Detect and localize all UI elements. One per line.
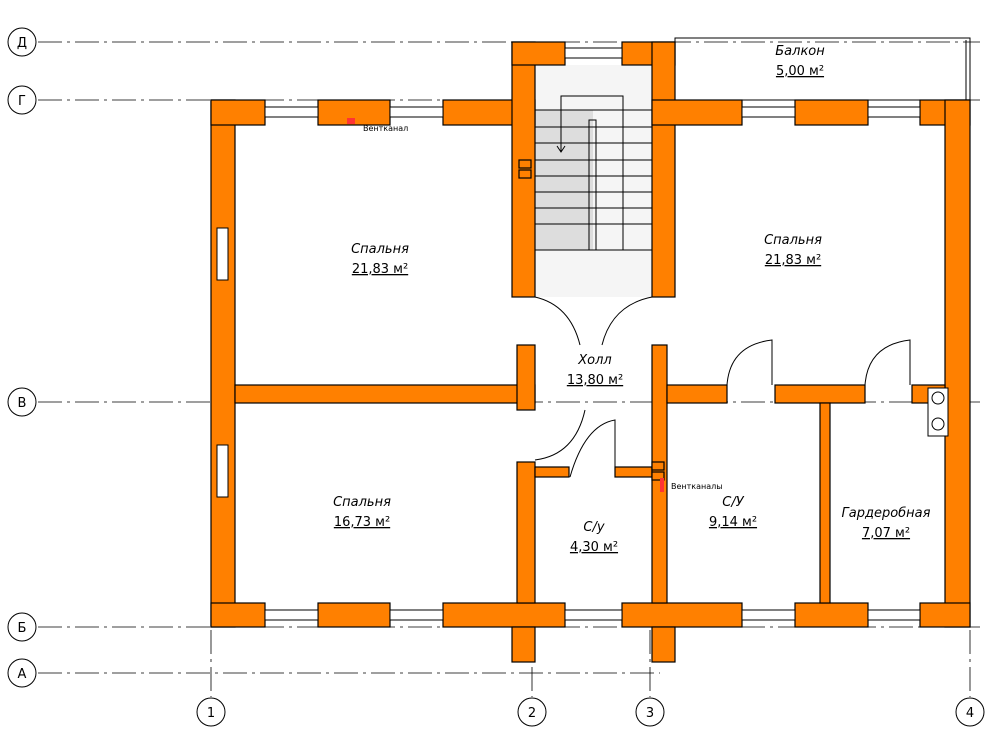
svg-text:4,30 м²: 4,30 м² <box>570 540 618 555</box>
svg-text:21,83 м²: 21,83 м² <box>352 262 408 277</box>
svg-text:Холл: Холл <box>577 353 611 368</box>
room-bedroom-ne: Спальня 21,83 м² <box>764 233 822 268</box>
room-bathroom-large: С/У 9,14 м² <box>709 495 757 530</box>
svg-text:13,80 м²: 13,80 м² <box>567 373 623 388</box>
vent-note-2: Вентканалы <box>671 482 723 491</box>
axis-col-4: 4 <box>955 697 985 727</box>
axis-col-1: 1 <box>196 697 226 727</box>
grid-axes <box>38 41 980 697</box>
axis-col-2: 2 <box>517 697 547 727</box>
staircase <box>535 65 652 297</box>
svg-text:Спальня: Спальня <box>764 233 822 248</box>
room-balcony: Балкон 5,00 м² <box>775 44 825 79</box>
axis-row-a: А <box>7 658 37 688</box>
svg-text:Спальня: Спальня <box>351 242 409 257</box>
svg-text:Д: Д <box>17 36 27 51</box>
svg-text:9,14 м²: 9,14 м² <box>709 515 757 530</box>
svg-text:С/У: С/У <box>722 495 744 510</box>
svg-text:Гардеробная: Гардеробная <box>842 506 931 521</box>
svg-text:4: 4 <box>966 706 974 721</box>
room-bedroom-sw: Спальня 16,73 м² <box>333 495 391 530</box>
axis-row-g: Г <box>7 85 37 115</box>
vent-note-1: Вентканал <box>363 124 408 133</box>
doors <box>534 296 911 478</box>
windows <box>216 47 921 621</box>
svg-text:16,73 м²: 16,73 м² <box>334 515 390 530</box>
svg-text:В: В <box>18 396 27 411</box>
svg-text:1: 1 <box>207 706 215 721</box>
svg-text:3: 3 <box>646 706 654 721</box>
room-bathroom-small: С/у 4,30 м² <box>570 520 618 555</box>
svg-text:Г: Г <box>18 94 26 109</box>
room-hall: Холл 13,80 м² <box>567 353 623 388</box>
axis-col-3: 3 <box>635 697 665 727</box>
room-wardrobe: Гардеробная 7,07 м² <box>842 506 931 541</box>
svg-text:Балкон: Балкон <box>775 44 825 59</box>
svg-text:Б: Б <box>18 621 27 636</box>
svg-text:Спальня: Спальня <box>333 495 391 510</box>
grid-labels: Д Г В Б А 1 2 3 4 <box>7 27 985 727</box>
svg-text:С/у: С/у <box>583 520 604 535</box>
axis-row-v: В <box>7 387 37 417</box>
svg-text:5,00 м²: 5,00 м² <box>776 64 824 79</box>
axis-row-b: Б <box>7 612 37 642</box>
vent-ducts <box>347 118 949 492</box>
room-bedroom-nw: Спальня 21,83 м² <box>351 242 409 277</box>
svg-text:2: 2 <box>528 706 536 721</box>
svg-text:7,07 м²: 7,07 м² <box>862 526 910 541</box>
axis-row-d: Д <box>7 27 37 57</box>
svg-text:21,83 м²: 21,83 м² <box>765 253 821 268</box>
svg-text:А: А <box>18 667 27 682</box>
